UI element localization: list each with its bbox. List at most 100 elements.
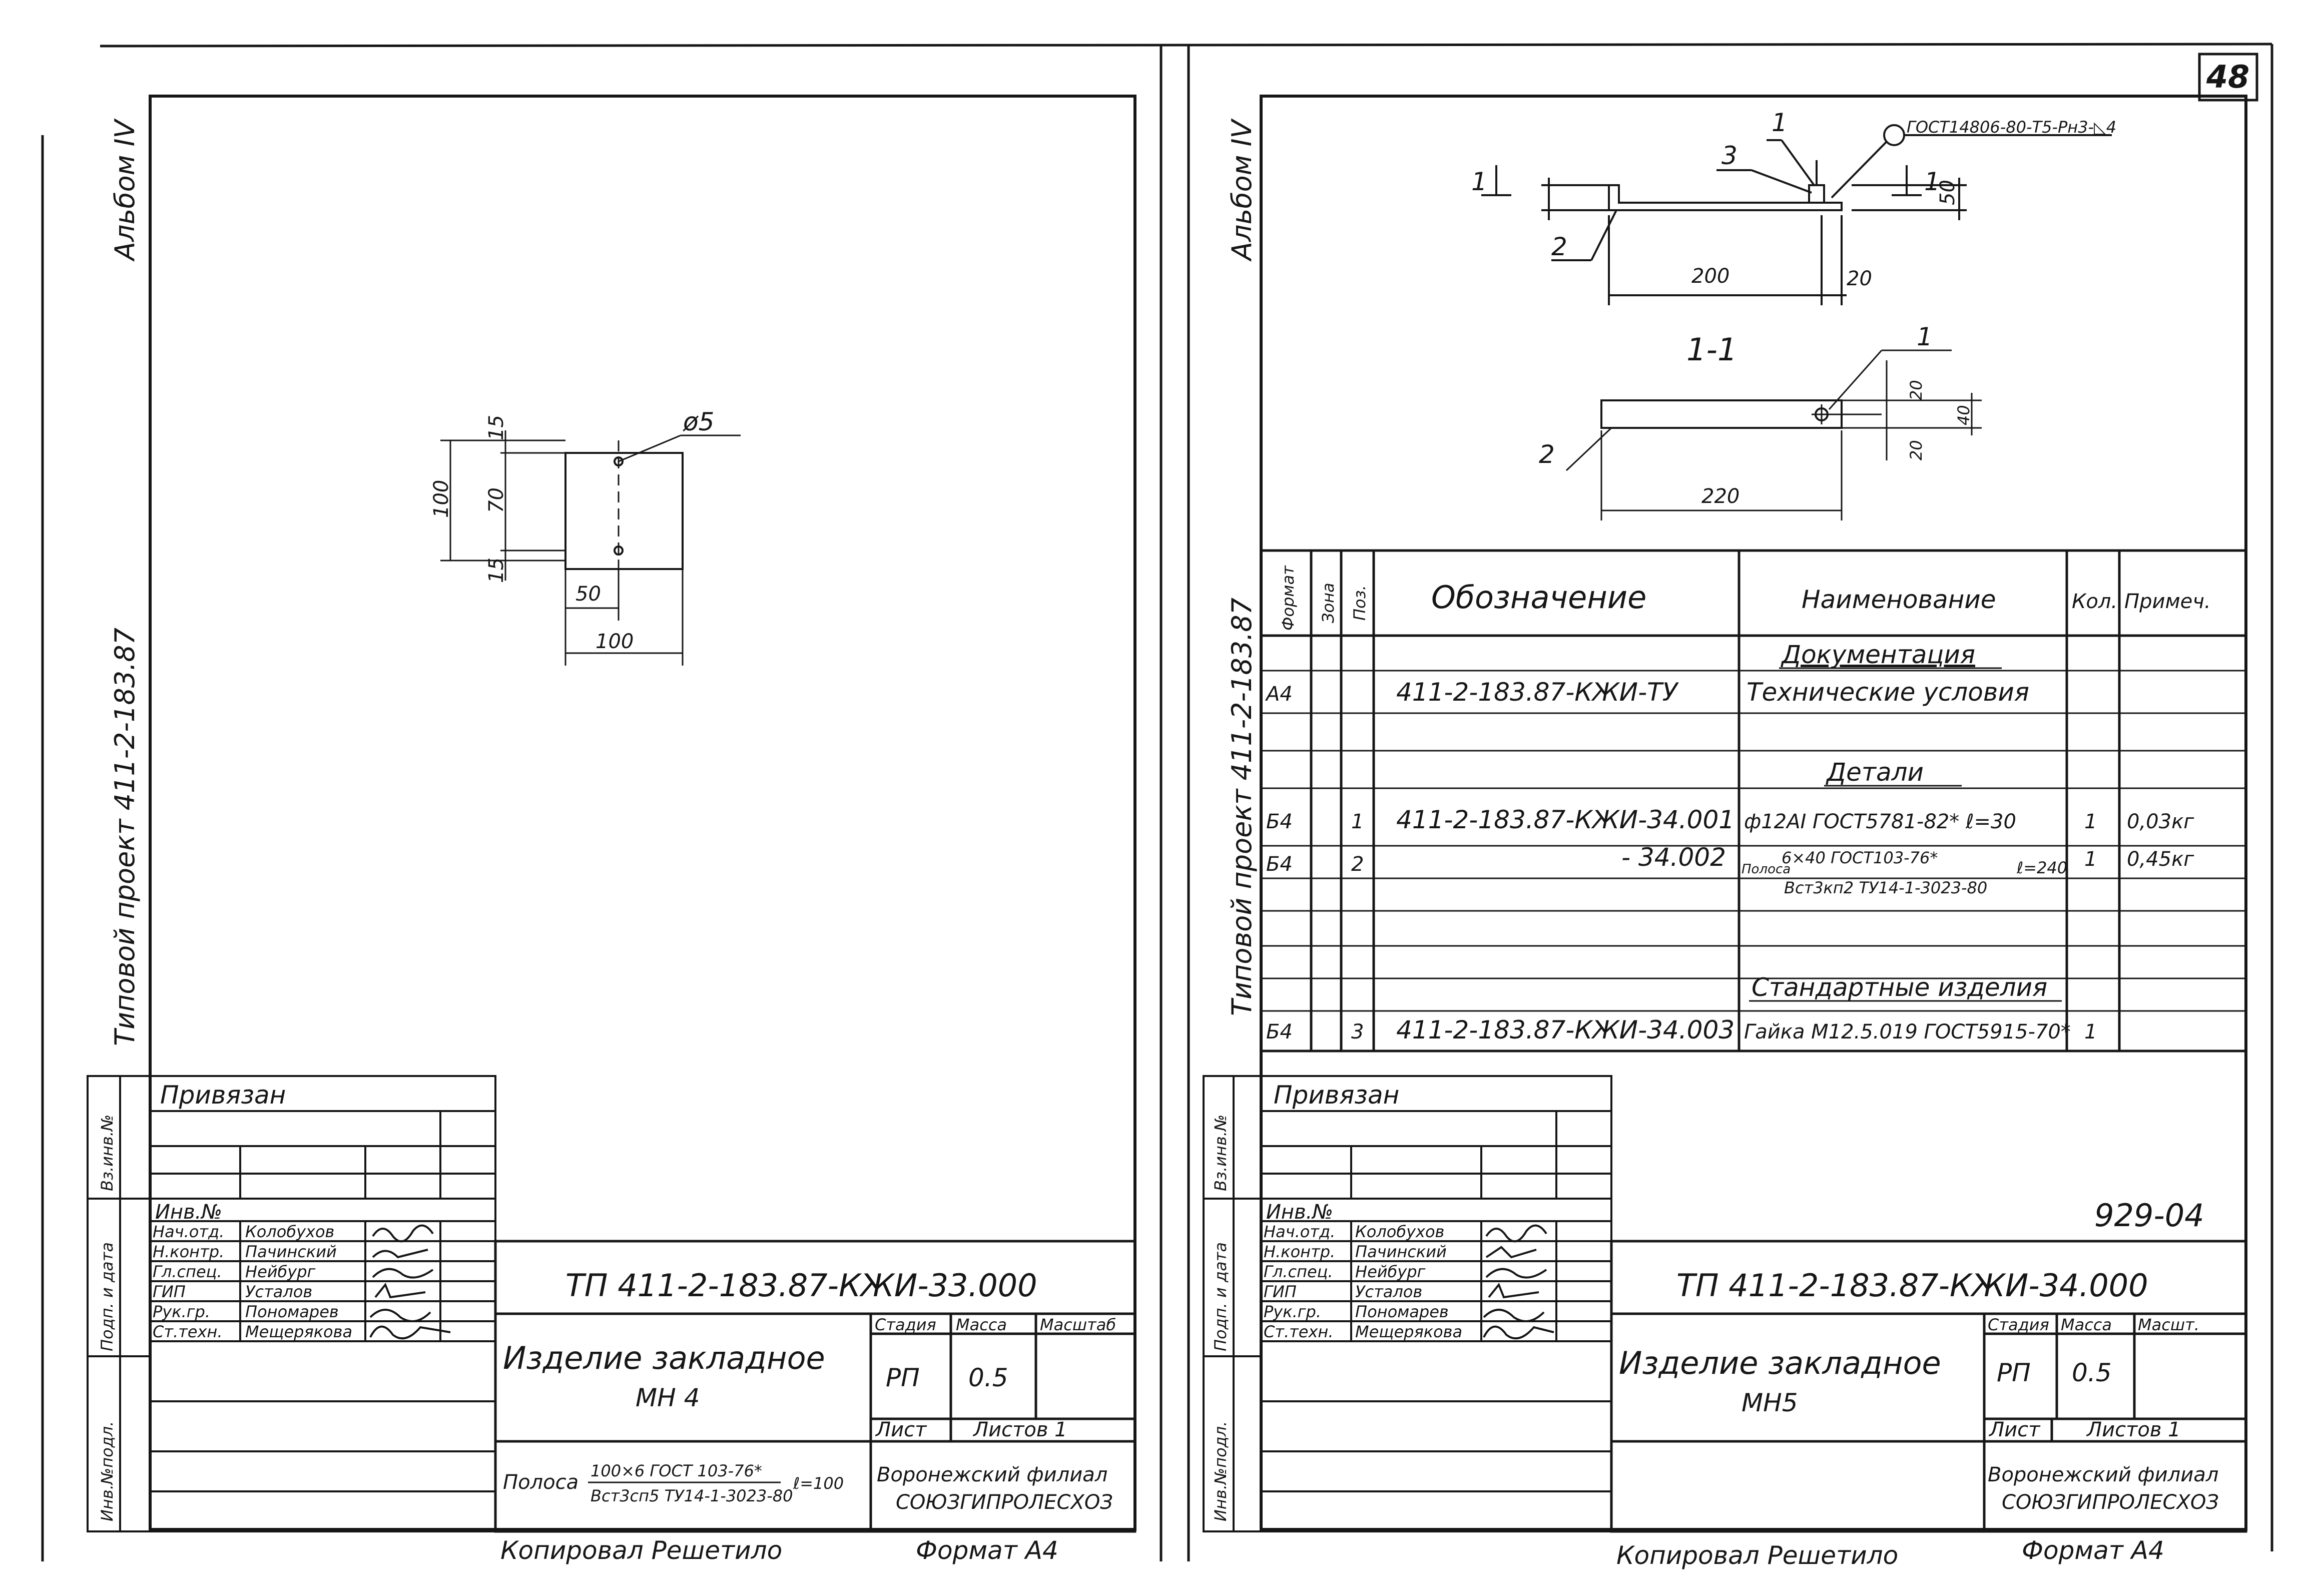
right-format: Формат А4 <box>2022 1536 2164 1565</box>
spec-section-std: Стандартные изделия <box>1752 973 2047 1002</box>
spec-row3-prefix: Полоса <box>1742 862 1791 877</box>
left-title-block <box>494 1240 1136 1533</box>
dim-200: 200 <box>1691 265 1730 288</box>
right-project-label: Типовой проект 411-2-183.87 <box>1226 598 1258 1016</box>
right-staff-name-5: Пономарев <box>1355 1302 1449 1321</box>
spec-row2-note: 0,03кг <box>2127 810 2194 833</box>
left-staff-role-2: Н.контр. <box>153 1242 224 1261</box>
left-mass: 0.5 <box>968 1363 1008 1392</box>
left-project-label: Типовой проект 411-2-183.87 <box>109 628 141 1046</box>
left-material-len: ℓ=100 <box>793 1474 844 1493</box>
left-material-bottom: Вст3сп5 ТУ14-1-3023-80 <box>591 1486 793 1505</box>
right-side-label-1: Инв.№подл. <box>1211 1421 1230 1521</box>
right-privyazan-block <box>1203 1075 1612 1532</box>
left-scale-header: Масштаб <box>1040 1315 1116 1334</box>
right-side-label-3: Вз.инв.№ <box>1211 1115 1230 1191</box>
spec-row3-qty: 1 <box>2084 848 2097 871</box>
spec-header-zone: Зона <box>1319 583 1338 623</box>
right-staff-role-6: Ст.техн. <box>1264 1322 1334 1341</box>
right-drawing-code: ТП 411-2-183.87-КЖИ-34.000 <box>1676 1267 2148 1304</box>
dim-220: 220 <box>1701 485 1740 508</box>
spec-row1-designation: 411-2-183.87-КЖИ-ТУ <box>1396 678 1679 707</box>
right-elevation-drawing <box>1481 124 2112 305</box>
right-staff-role-5: Рук.гр. <box>1264 1302 1321 1321</box>
dim-plate-inner: 70 <box>485 487 508 513</box>
right-signatures <box>1483 1224 1554 1340</box>
right-staff-role-3: Гл.спец. <box>1264 1262 1333 1281</box>
spec-row4-format: Б4 <box>1266 1020 1293 1043</box>
right-sheet: Альбом IV Типовой проект 411-2-183.87 <box>1203 95 2247 1570</box>
left-material-top: 100×6 ГОСТ 103-76* <box>591 1461 762 1480</box>
right-staff-name-2: Пачинский <box>1355 1242 1447 1261</box>
outer-frame <box>41 43 2273 1561</box>
right-staff-name-6: Мещерякова <box>1355 1322 1462 1341</box>
spec-row1-name: Технические условия <box>1747 678 2029 707</box>
spec-header-designation: Обозначение <box>1431 579 1646 616</box>
right-stage: РП <box>1997 1358 2031 1387</box>
weld-note: ГОСТ14806-80-Т5-Рн3-◺4 <box>1907 118 2116 137</box>
right-stage-header: Стадия <box>1988 1315 2049 1334</box>
dim-plate-top: 15 <box>485 415 508 440</box>
spec-section-docs: Документация <box>1781 640 1975 669</box>
spec-row4-name: Гайка М12.5.019 ГОСТ5915-70* <box>1744 1020 2071 1043</box>
spec-section-details: Детали <box>1826 758 1924 787</box>
spec-row3-note: 0,45кг <box>2127 848 2194 871</box>
spec-row3-format: Б4 <box>1266 853 1293 876</box>
left-org1: Воронежский филиал <box>877 1463 1107 1486</box>
spec-row3-designation: - 34.002 <box>1621 843 1726 872</box>
spec-row2-designation: 411-2-183.87-КЖИ-34.001 <box>1396 805 1735 834</box>
right-mass-header: Масса <box>2061 1315 2112 1334</box>
right-inv-no: Инв.№ <box>1266 1201 1333 1224</box>
left-side-label-2: Подп. и дата <box>98 1242 117 1351</box>
left-sheets-label: Листов 1 <box>972 1418 1067 1441</box>
dim-s40: 40 <box>1954 405 1973 425</box>
left-privyazan-block <box>87 1075 496 1532</box>
dim-hole-diameter: ø5 <box>683 407 714 436</box>
dim-50: 50 <box>1936 180 1959 205</box>
left-staff-name-6: Мещерякова <box>245 1322 352 1341</box>
left-drawing-code: ТП 411-2-183.87-КЖИ-33.000 <box>565 1267 1037 1304</box>
spec-row3-len: ℓ=240 <box>2016 858 2067 877</box>
left-sheet-label: Лист <box>875 1418 927 1441</box>
left-signatures <box>369 1224 451 1340</box>
right-staff-name-3: Нейбург <box>1355 1262 1426 1281</box>
spec-header-format: Формат <box>1279 565 1298 631</box>
left-copied-by: Копировал Решетило <box>500 1536 782 1565</box>
elev-pos2: 2 <box>1551 232 1567 261</box>
right-staff-role-4: ГИП <box>1264 1282 1297 1301</box>
right-album-label: Альбом IV <box>1226 118 1258 262</box>
right-sheet-label: Лист <box>1988 1418 2041 1441</box>
left-sheet-border <box>149 95 1136 1531</box>
left-title-line1: Изделие закладное <box>503 1340 825 1376</box>
right-privyazan: Привязан <box>1274 1081 1399 1110</box>
left-mass-header: Масса <box>956 1315 1007 1334</box>
left-staff-name-4: Усталов <box>245 1282 312 1301</box>
left-staff-name-1: Колобухов <box>245 1222 334 1241</box>
spec-row4-qty: 1 <box>2084 1020 2097 1043</box>
spec-row4-designation: 411-2-183.87-КЖИ-34.003 <box>1396 1015 1735 1044</box>
spec-row2-pos: 1 <box>1351 810 1364 833</box>
spec-table <box>1260 549 2247 1052</box>
spec-row3-pos: 2 <box>1351 853 1364 876</box>
section-pos1: 1 <box>1917 322 1933 351</box>
left-sheet: Альбом IV Типовой проект 411-2-183.87 <box>87 95 1136 1565</box>
left-side-label-3: Вз.инв.№ <box>98 1115 117 1191</box>
right-title-block <box>1610 1240 2247 1533</box>
elev-section-mark-right: 1 <box>1924 167 1940 196</box>
spec-header-name: Наименование <box>1802 585 1996 614</box>
right-side-label-2: Подп. и дата <box>1211 1242 1230 1351</box>
dim-plate-height: 100 <box>430 480 453 518</box>
right-title-line1: Изделие закладное <box>1619 1345 1941 1381</box>
left-staff-name-3: Нейбург <box>245 1262 316 1281</box>
page-number: 48 <box>2206 59 2249 95</box>
spec-row3-top: 6×40 ГОСТ103-76* <box>1782 848 1938 867</box>
dim-20: 20 <box>1847 267 1872 290</box>
spec-row2-format: Б4 <box>1266 810 1293 833</box>
left-staff-name-5: Пономарев <box>245 1302 339 1321</box>
spec-header-pos: Поз. <box>1350 585 1369 621</box>
left-title-line2: МН 4 <box>636 1383 700 1412</box>
spec-header-qty: Кол. <box>2072 590 2117 613</box>
right-staff-role-1: Нач.отд. <box>1264 1222 1335 1241</box>
left-material-prefix: Полоса <box>503 1471 579 1494</box>
